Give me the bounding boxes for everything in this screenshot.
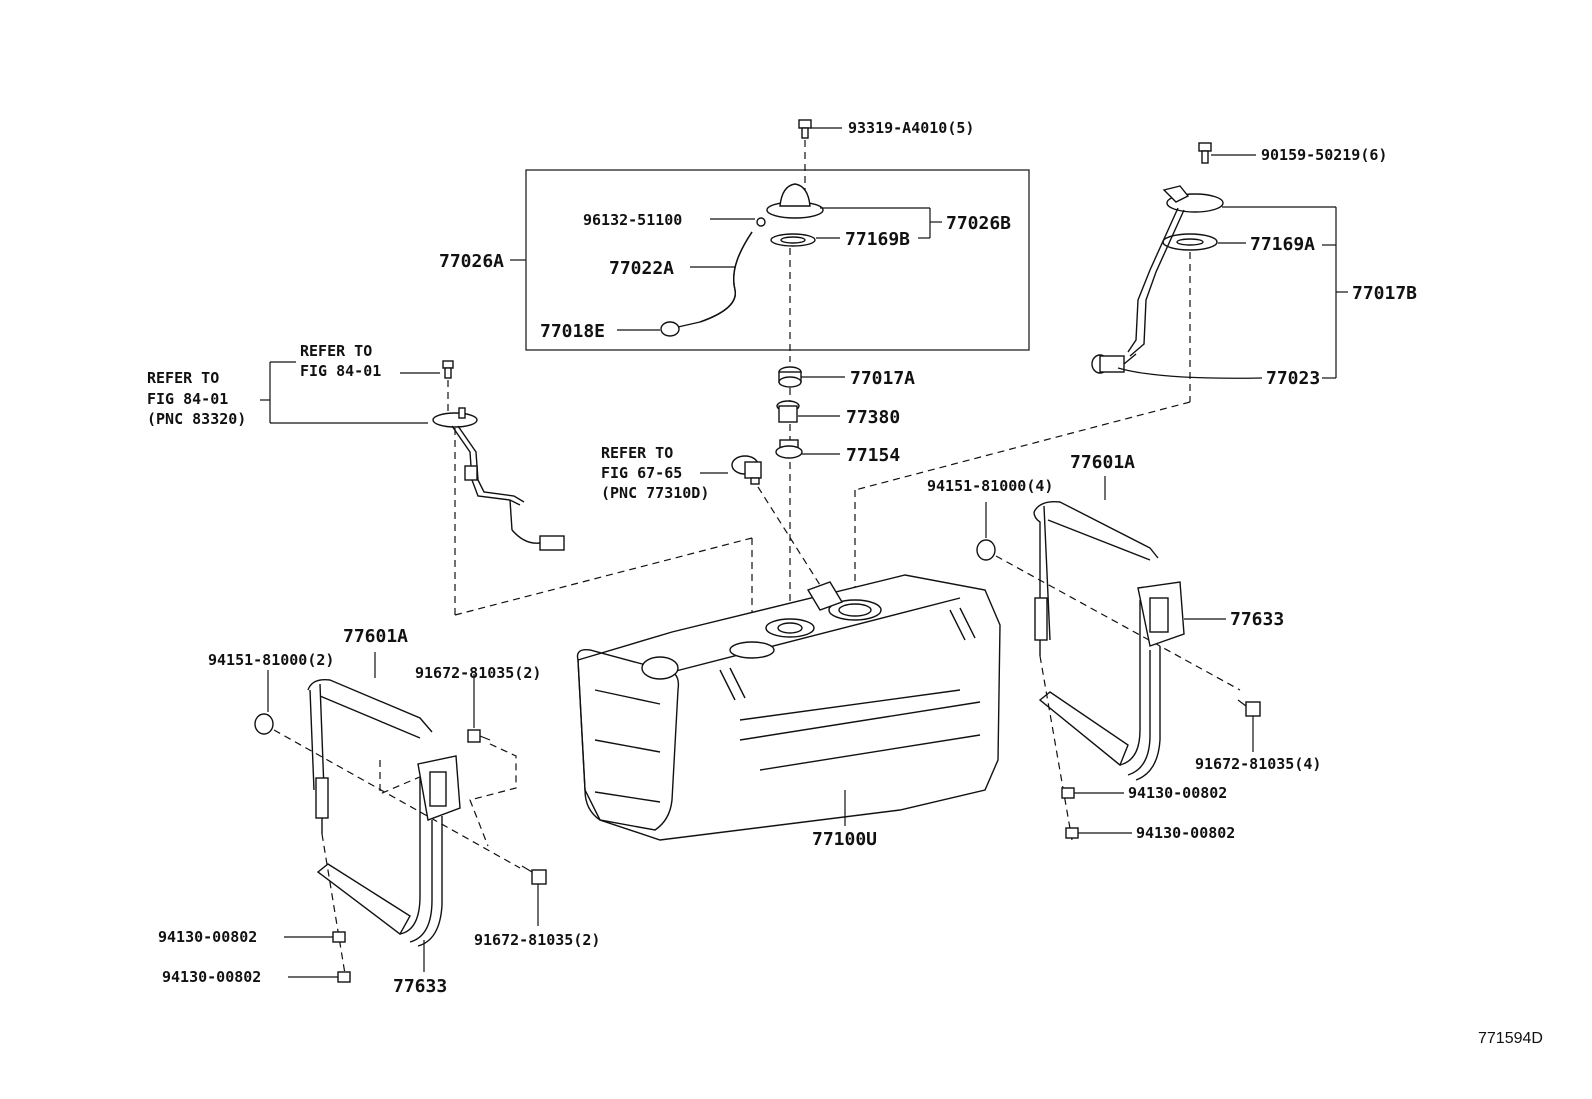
- nut-left-b-icon: [337, 971, 351, 983]
- filler-cap-icon: [766, 183, 824, 247]
- label-cushion-left[interactable]: 94151-81000(2): [208, 651, 334, 669]
- band-left-77601A-icon: [307, 679, 433, 834]
- refer-mid-line2[interactable]: FIG 67-65: [601, 464, 682, 482]
- figure-id: 771594D: [1478, 1030, 1543, 1047]
- fuel-gauge-77017B-icon: [1091, 185, 1224, 374]
- refer-left-top-line1[interactable]: REFER TO: [300, 342, 372, 360]
- refer-mid-line1[interactable]: REFER TO: [601, 444, 673, 462]
- label-assy-77026A[interactable]: 77026A: [439, 251, 504, 272]
- label-part-77154[interactable]: 77154: [846, 445, 900, 466]
- label-bracket-left-77633[interactable]: 77633: [393, 976, 447, 997]
- refer-mid-line3: (PNC 77310D): [601, 484, 709, 502]
- label-bolt-left-b[interactable]: 91672-81035(2): [474, 931, 600, 949]
- label-grommet-77017A[interactable]: 77017A: [850, 368, 915, 389]
- label-nut-right-a[interactable]: 94130-00802: [1128, 784, 1227, 802]
- label-nut-left-a[interactable]: 94130-00802: [158, 928, 257, 946]
- label-bolt-right[interactable]: 91672-81035(4): [1195, 755, 1321, 773]
- label-nut-right-b[interactable]: 94130-00802: [1136, 824, 1235, 842]
- label-gasket-77169B[interactable]: 77169B: [845, 229, 910, 250]
- label-tank-77100U[interactable]: 77100U: [812, 829, 877, 850]
- cushion-right-icon: [976, 539, 996, 561]
- part-77380-icon: [776, 400, 800, 423]
- bracket-right-77633-icon: [1038, 581, 1185, 781]
- bolt-right-icon: [1237, 699, 1261, 717]
- label-bracket-right-77633[interactable]: 77633: [1230, 609, 1284, 630]
- refer-left-top-line2[interactable]: FIG 84-01: [300, 362, 381, 380]
- bolt-top-icon: [798, 119, 812, 139]
- label-band-right-77601A[interactable]: 77601A: [1070, 452, 1135, 473]
- label-gauge-77017B[interactable]: 77017B: [1352, 283, 1417, 304]
- bracket-left-77633-icon: [316, 755, 461, 947]
- label-clip-96132[interactable]: 96132-51100: [583, 211, 682, 229]
- clip-96132-icon: [756, 217, 766, 227]
- cushion-left-icon: [254, 713, 274, 735]
- band-right-77601A-icon: [1033, 501, 1159, 656]
- label-cushion-right[interactable]: 94151-81000(4): [927, 477, 1053, 495]
- label-filter-77023[interactable]: 77023: [1266, 368, 1320, 389]
- fuel-gauge-left-icon: [432, 407, 565, 551]
- screw-left-icon: [442, 360, 454, 379]
- label-part-77380[interactable]: 77380: [846, 407, 900, 428]
- bolt-left-a-icon: [467, 729, 491, 743]
- label-hose-77022A[interactable]: 77022A: [609, 258, 674, 279]
- label-bolt-left-a[interactable]: 91672-81035(2): [415, 664, 541, 682]
- connector-77018E-icon: [660, 321, 701, 337]
- refer-left-line2[interactable]: FIG 84-01: [147, 390, 228, 408]
- bolt-left-b-icon: [521, 865, 547, 885]
- nut-right-a-icon: [1061, 787, 1075, 799]
- label-gasket-77169A[interactable]: 77169A: [1250, 234, 1315, 255]
- label-sub-77018E[interactable]: 77018E: [540, 321, 605, 342]
- grommet-77017A-icon: [778, 366, 802, 388]
- sender-unit-icon: [731, 455, 762, 485]
- label-bolt-top[interactable]: 93319-A4010(5): [848, 119, 974, 137]
- label-assy-77026B[interactable]: 77026B: [946, 213, 1011, 234]
- fuel-tank-77100U-icon: [576, 574, 1001, 841]
- part-77154-icon: [775, 439, 803, 459]
- nut-right-b-icon: [1065, 827, 1079, 839]
- label-screw-90159[interactable]: 90159-50219(6): [1261, 146, 1387, 164]
- label-band-left-77601A[interactable]: 77601A: [343, 626, 408, 647]
- refer-left-line3: (PNC 83320): [147, 410, 246, 428]
- label-nut-left-b[interactable]: 94130-00802: [162, 968, 261, 986]
- screw-90159-icon: [1198, 142, 1212, 164]
- nut-left-a-icon: [332, 931, 346, 943]
- refer-left-line1[interactable]: REFER TO: [147, 369, 219, 387]
